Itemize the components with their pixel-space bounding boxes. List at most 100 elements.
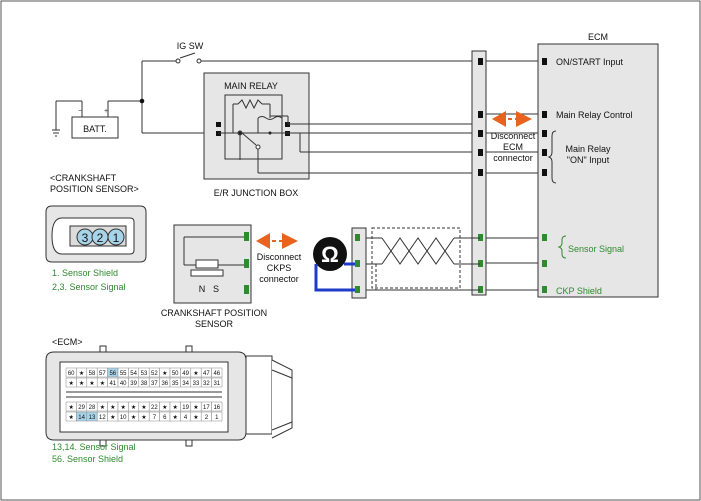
crank-pin-3: 3: [76, 228, 94, 246]
ecm-pin-label: 35: [172, 381, 179, 387]
ecm-pin-label: 37: [151, 381, 158, 387]
ecm-pin-label: 40: [120, 381, 127, 387]
ecm-pin-label: 34: [182, 381, 189, 387]
ecm-pin-label: 49: [182, 371, 189, 377]
disconnect-ecm-line3: connector: [493, 153, 533, 163]
ecm-pin-label: 22: [151, 405, 158, 411]
ecm-pin-label: 6: [163, 415, 167, 421]
shielded-cable: [366, 227, 480, 291]
disconnect-ckps-note: Disconnect CKPS connector: [256, 233, 302, 284]
svg-text:+: +: [104, 108, 108, 115]
ecm-pin-label: 54: [130, 371, 137, 377]
sensor-pole-n: N: [199, 284, 206, 294]
crank-pin-legend-1: 1. Sensor Shield: [52, 268, 118, 278]
ecm-pin-label: 12: [99, 415, 106, 421]
svg-text:1: 1: [113, 231, 120, 245]
ecm-pin-legend-2: 56. Sensor Shield: [52, 454, 123, 464]
svg-text:−: −: [78, 108, 82, 115]
junction-box: E/R JUNCTION BOX MAIN RELAY: [203, 72, 310, 198]
ecm-ckp-shield: CKP Shield: [556, 286, 602, 296]
ecm-pin-label: ★: [193, 414, 198, 421]
crank-header-line2: POSITION SENSOR>: [50, 184, 139, 194]
ecm-pin-label: 29: [78, 405, 85, 411]
ecm-pin-label: ★: [193, 370, 198, 377]
ecm-pin-label: 32: [203, 381, 210, 387]
ecm-pin-label: ★: [110, 404, 115, 411]
ecm-pin-label: 31: [213, 381, 220, 387]
disconnect-ecm-line1: Disconnect: [491, 131, 536, 141]
ecm-pin-label: 4: [184, 415, 188, 421]
ecm-pin-cell: [211, 367, 223, 378]
ecm-pin-label: 55: [120, 371, 127, 377]
crank-header-line1: <CRANKSHAFT: [50, 173, 117, 183]
relay-wires: [257, 115, 480, 174]
ohmmeter: Ω: [313, 237, 355, 292]
disconnect-ckps-line3: connector: [259, 274, 299, 284]
ecm-main-relay-control: Main Relay Control: [556, 110, 633, 120]
ecm-pin-label: 46: [213, 371, 220, 377]
ecm-harness-connector: [471, 50, 487, 296]
ecm-pin-label: ★: [69, 380, 74, 387]
battery-group: − + BATT.: [52, 100, 142, 139]
ecm-pin-label: ★: [131, 414, 136, 421]
main-relay-label: MAIN RELAY: [224, 81, 278, 91]
ecm-pin-label: 36: [161, 381, 168, 387]
ecm-main-relay-on-line1: Main Relay: [565, 144, 611, 154]
crank-pin-2: 2: [91, 228, 109, 246]
ecm-pin-label: ★: [100, 380, 105, 387]
disconnect-ecm-note: Disconnect ECM connector: [491, 111, 536, 163]
ecm-title: ECM: [588, 32, 608, 42]
ecm-pin-label: 7: [153, 415, 157, 421]
ecm-pin-label: 56: [109, 371, 116, 377]
ig-switch-group: IG SW: [139, 41, 480, 134]
ckps-caption-line1: CRANKSHAFT POSITION: [161, 308, 267, 318]
ckps-harness-connector: [351, 227, 367, 299]
ecm-module: ECM ON/START Input Main Relay Control Ma…: [537, 32, 659, 298]
ecm-pin-label: 57: [99, 371, 106, 377]
ecm-pin-label: ★: [173, 414, 178, 421]
ecm-pin-label: 52: [151, 371, 158, 377]
ecm-pin-cell: [211, 377, 223, 388]
ecm-pin-label: ★: [141, 404, 146, 411]
crank-pin-legend-2: 2,3. Sensor Signal: [52, 282, 126, 292]
ecm-pin-label: ★: [131, 404, 136, 411]
ecm-pin-label: 58: [89, 371, 96, 377]
battery-box: [71, 116, 119, 139]
disconnect-ecm-line2: ECM: [503, 142, 523, 152]
ecm-pin-label: ★: [79, 370, 84, 377]
crank-connector-view: <CRANKSHAFT POSITION SENSOR> 3 2 1 1. Se…: [45, 173, 147, 292]
ecm-pin-label: ★: [141, 414, 146, 421]
ecm-pin-label: ★: [193, 404, 198, 411]
disconnect-ckps-line1: Disconnect: [257, 252, 302, 262]
crank-pin-1: 1: [107, 228, 125, 246]
battery-label: BATT.: [83, 124, 107, 134]
ecm-pin-label: 28: [89, 405, 96, 411]
ckps-component: N S CRANKSHAFT POSITION SENSOR: [161, 224, 267, 329]
ohm-symbol: Ω: [321, 242, 339, 267]
ecm-pin-legend-1: 13,14. Sensor Signal: [52, 442, 136, 452]
ecm-pin-label: ★: [89, 380, 94, 387]
ecm-pin-label: ★: [79, 380, 84, 387]
ecm-pin-label: ★: [69, 414, 74, 421]
ecm-pin-label: 10: [120, 415, 127, 421]
svg-text:3: 3: [82, 231, 89, 245]
ecm-pin-label: 16: [213, 405, 220, 411]
ecm-pin-label: 19: [182, 405, 189, 411]
ohmmeter-icon: [313, 237, 347, 271]
ecm-pin-label: ★: [100, 404, 105, 411]
ecm-pin-label: 47: [203, 371, 210, 377]
sensor-pole-s: S: [213, 284, 219, 294]
ecm-pin-label: 38: [141, 381, 148, 387]
ecm-pin-label: 2: [205, 415, 209, 421]
ecm-sensor-signal: Sensor Signal: [568, 244, 624, 254]
ecm-pin-label: ★: [121, 404, 126, 411]
ecm-pin-label: 60: [68, 371, 75, 377]
ecm-pin-label: 14: [78, 415, 85, 421]
ecm-pin-cell: [211, 411, 223, 422]
ecm-pin-label: ★: [69, 404, 74, 411]
svg-text:2: 2: [97, 231, 104, 245]
